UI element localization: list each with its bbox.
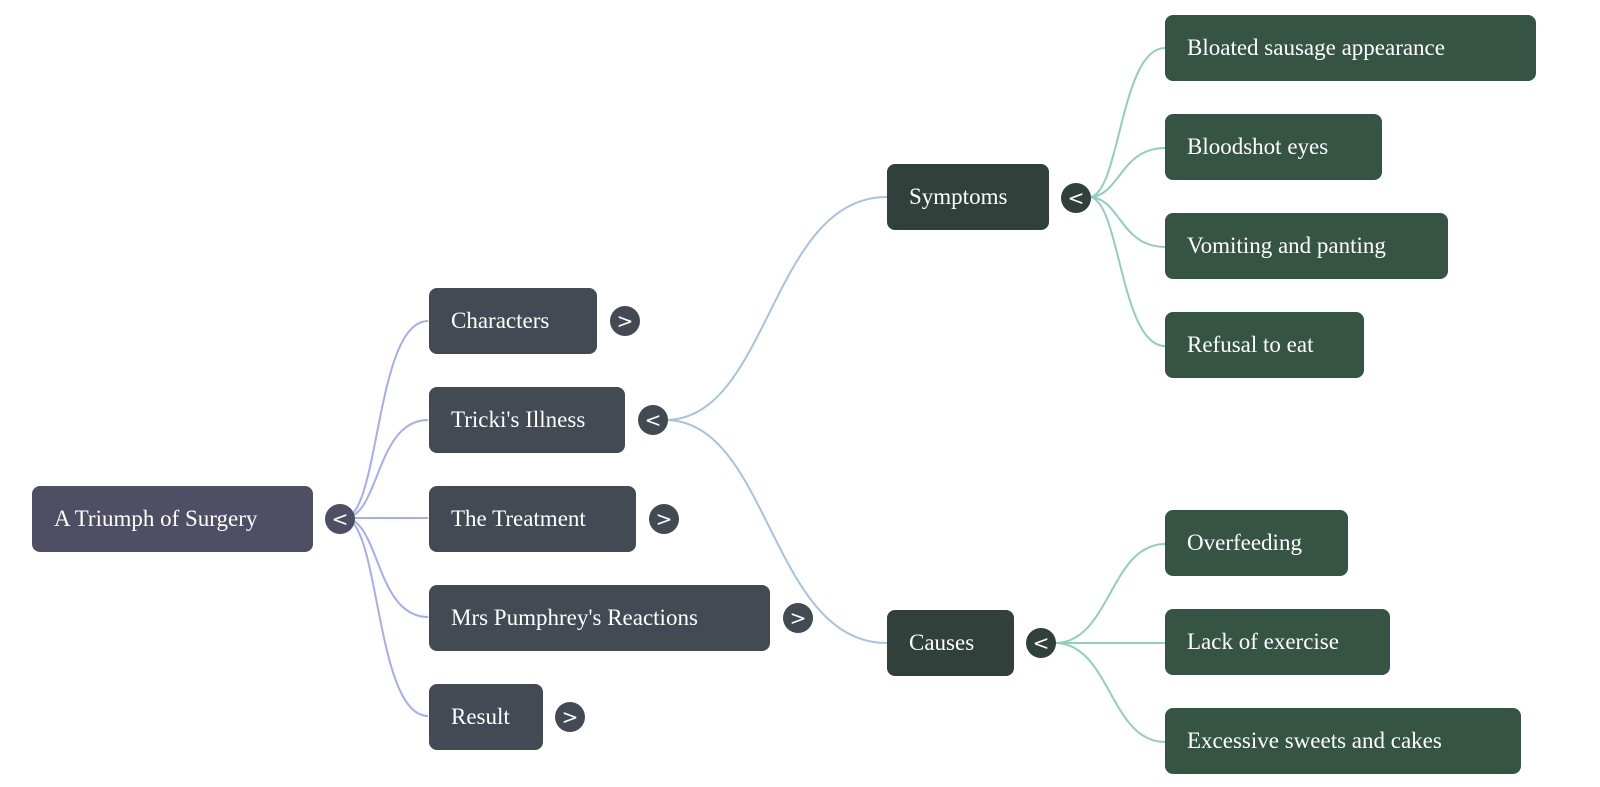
link-causes-overfeeding	[1054, 543, 1166, 644]
collapse-toggle-root[interactable]: <	[325, 504, 355, 534]
link-symptoms-refusal	[1088, 196, 1166, 347]
node-vomiting-and-panting[interactable]: Vomiting and panting	[1165, 213, 1448, 279]
expand-toggle-mrs-pumphreys-reactions[interactable]: >	[783, 603, 813, 633]
node-refusal-to-eat[interactable]: Refusal to eat	[1165, 312, 1364, 378]
node-bloodshot-eyes[interactable]: Bloodshot eyes	[1165, 114, 1382, 180]
node-symptoms[interactable]: Symptoms	[887, 164, 1049, 230]
chevron-right-icon: >	[616, 309, 634, 333]
expand-toggle-characters[interactable]: >	[610, 306, 640, 336]
chevron-left-icon: <	[1032, 631, 1050, 655]
node-label: Symptoms	[909, 184, 1008, 209]
link-root-characters	[343, 320, 429, 519]
link-root-result	[343, 517, 429, 717]
node-label: Result	[451, 704, 510, 729]
node-trickis-illness[interactable]: Tricki's Illness	[429, 387, 625, 453]
node-label: Overfeeding	[1187, 530, 1302, 555]
node-label: Mrs Pumphrey's Reactions	[451, 605, 698, 630]
node-characters[interactable]: Characters	[429, 288, 597, 354]
node-label: Causes	[909, 630, 975, 655]
collapse-toggle-trickis-illness[interactable]: <	[638, 405, 668, 435]
chevron-left-icon: <	[331, 507, 349, 531]
node-mrs-pumphreys-reactions[interactable]: Mrs Pumphrey's Reactions	[429, 585, 770, 651]
link-symptoms-bloated	[1088, 47, 1166, 198]
node-label: Lack of exercise	[1187, 629, 1339, 654]
node-overfeeding[interactable]: Overfeeding	[1165, 510, 1348, 576]
node-label: A Triumph of Surgery	[54, 506, 258, 531]
node-label: Refusal to eat	[1187, 332, 1314, 357]
link-symptoms-bloodshot	[1088, 147, 1166, 198]
chevron-right-icon: >	[789, 606, 807, 630]
link-illness-causes	[664, 419, 888, 644]
node-excessive-sweets-and-cakes[interactable]: Excessive sweets and cakes	[1165, 708, 1521, 774]
node-label: Vomiting and panting	[1187, 233, 1386, 258]
node-label: The Treatment	[451, 506, 586, 531]
node-bloated-sausage-appearance[interactable]: Bloated sausage appearance	[1165, 15, 1536, 81]
node-label: Characters	[451, 308, 550, 333]
node-the-treatment[interactable]: The Treatment	[429, 486, 636, 552]
node-causes[interactable]: Causes	[887, 610, 1014, 676]
link-causes-sweets	[1054, 642, 1166, 743]
collapse-toggle-symptoms[interactable]: <	[1061, 183, 1091, 213]
node-result[interactable]: Result	[429, 684, 543, 750]
chevron-left-icon: <	[644, 408, 662, 432]
node-root[interactable]: A Triumph of Surgery	[32, 486, 313, 552]
link-root-trickis-illness	[343, 419, 429, 519]
collapse-toggle-causes[interactable]: <	[1026, 628, 1056, 658]
node-label: Excessive sweets and cakes	[1187, 728, 1442, 753]
chevron-left-icon: <	[1067, 186, 1085, 210]
expand-toggle-result[interactable]: >	[555, 702, 585, 732]
link-root-mrs-pumphreys-reactions	[343, 517, 429, 618]
node-label: Bloodshot eyes	[1187, 134, 1329, 159]
expand-toggle-the-treatment[interactable]: >	[649, 504, 679, 534]
chevron-right-icon: >	[561, 705, 579, 729]
link-illness-symptoms	[664, 196, 888, 421]
chevron-right-icon: >	[655, 507, 673, 531]
link-symptoms-vomiting	[1088, 196, 1166, 248]
node-label: Tricki's Illness	[451, 407, 586, 432]
node-label: Bloated sausage appearance	[1187, 35, 1445, 60]
node-lack-of-exercise[interactable]: Lack of exercise	[1165, 609, 1390, 675]
